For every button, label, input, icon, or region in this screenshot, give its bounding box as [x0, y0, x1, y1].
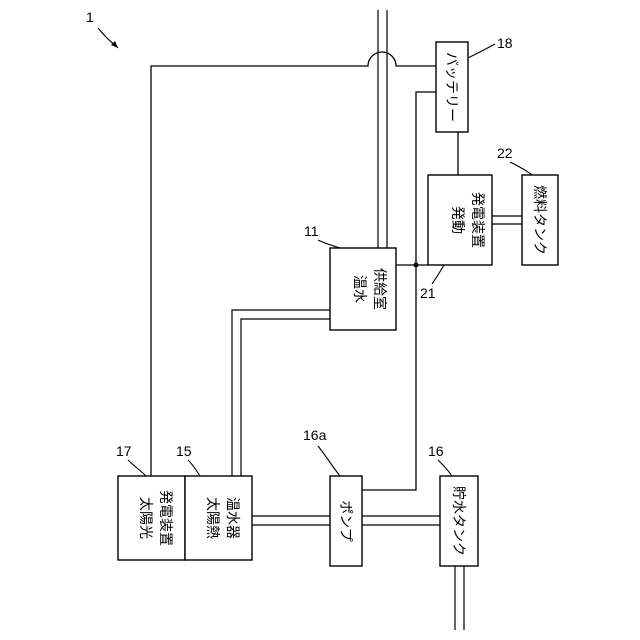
- solar-power-label-1: 太陽光: [137, 497, 153, 539]
- storage-tank-label: 貯水タンク: [450, 486, 466, 556]
- ref-17: 17: [116, 443, 132, 459]
- leader-22: [510, 162, 532, 175]
- leader-15: [188, 460, 200, 476]
- solar-water-heater-label-1: 太陽熱: [204, 497, 220, 539]
- pump-label: ポンプ: [337, 500, 353, 542]
- generator-label-1: 発動: [449, 206, 465, 234]
- hot-water-supply-label-1: 温水: [351, 275, 367, 303]
- leader-16: [438, 460, 452, 476]
- figure-arrowhead: [111, 41, 118, 48]
- hot-water-supply-label-2: 供給室: [371, 268, 388, 310]
- leader-21: [432, 265, 444, 284]
- leader-18: [468, 44, 495, 58]
- ref-22: 22: [497, 145, 513, 161]
- pipe-heater-to-room-inner: [241, 319, 330, 476]
- ref-16: 16: [428, 443, 444, 459]
- battery-label: バッテリー: [443, 52, 459, 122]
- ref-16a: 16a: [303, 427, 327, 443]
- leader-11: [318, 240, 340, 248]
- fuel-tank-label: 燃料タンク: [531, 185, 548, 255]
- solar-power-label-2: 発電装置: [157, 490, 173, 546]
- pipe-heater-to-room-outer: [232, 310, 330, 476]
- figure-number: 1: [86, 9, 118, 48]
- ref-18: 18: [497, 35, 513, 51]
- solar-water-heater-label-2: 温水器: [224, 497, 240, 539]
- leader-17: [128, 460, 146, 476]
- ref-11: 11: [304, 223, 319, 239]
- figure-number-text: 1: [86, 9, 94, 25]
- leader-16a: [318, 446, 340, 476]
- ref-21: 21: [420, 285, 436, 301]
- ref-15: 15: [176, 443, 192, 459]
- generator-label-2: 発電装置: [469, 192, 485, 248]
